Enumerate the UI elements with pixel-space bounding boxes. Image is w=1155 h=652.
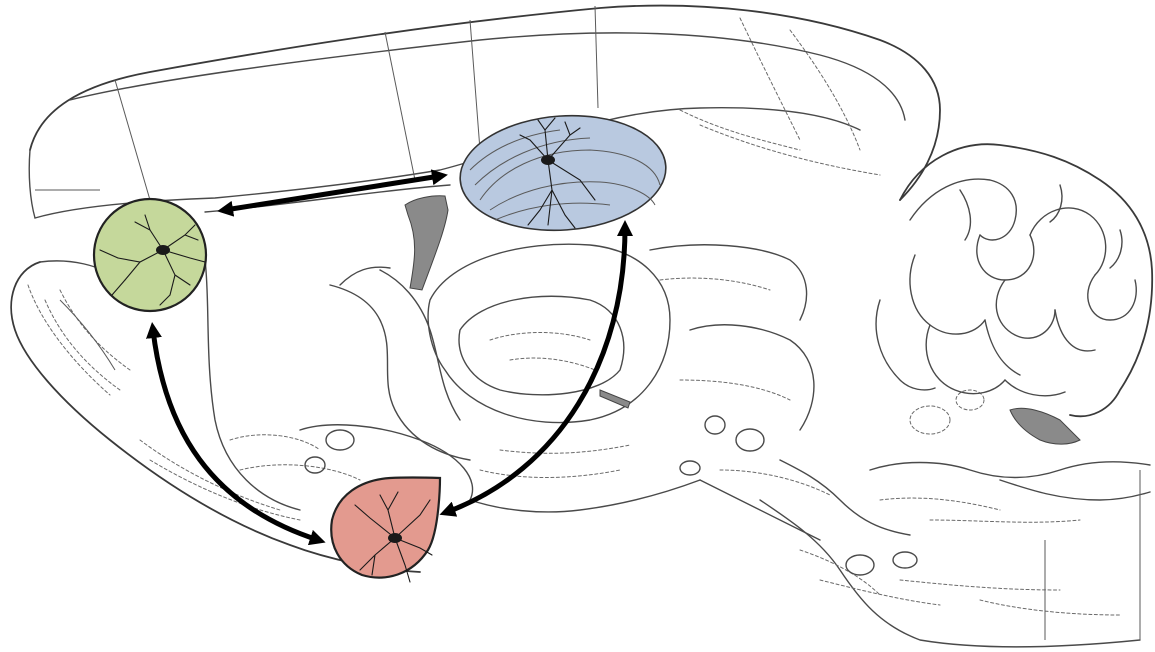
third-ventricle-slit — [600, 390, 630, 408]
subcortical-structures — [205, 244, 830, 540]
fourth-ventricle — [1010, 408, 1080, 444]
ventricles — [405, 196, 1080, 444]
cerebellum — [876, 144, 1152, 416]
brainstem — [760, 390, 1150, 647]
arrow-hippocampus-amygdala — [447, 228, 625, 512]
lateral-ventricle — [405, 196, 448, 290]
hippocampus-region — [456, 109, 669, 237]
prefrontal-region — [94, 199, 206, 311]
amygdala-region — [331, 478, 440, 582]
